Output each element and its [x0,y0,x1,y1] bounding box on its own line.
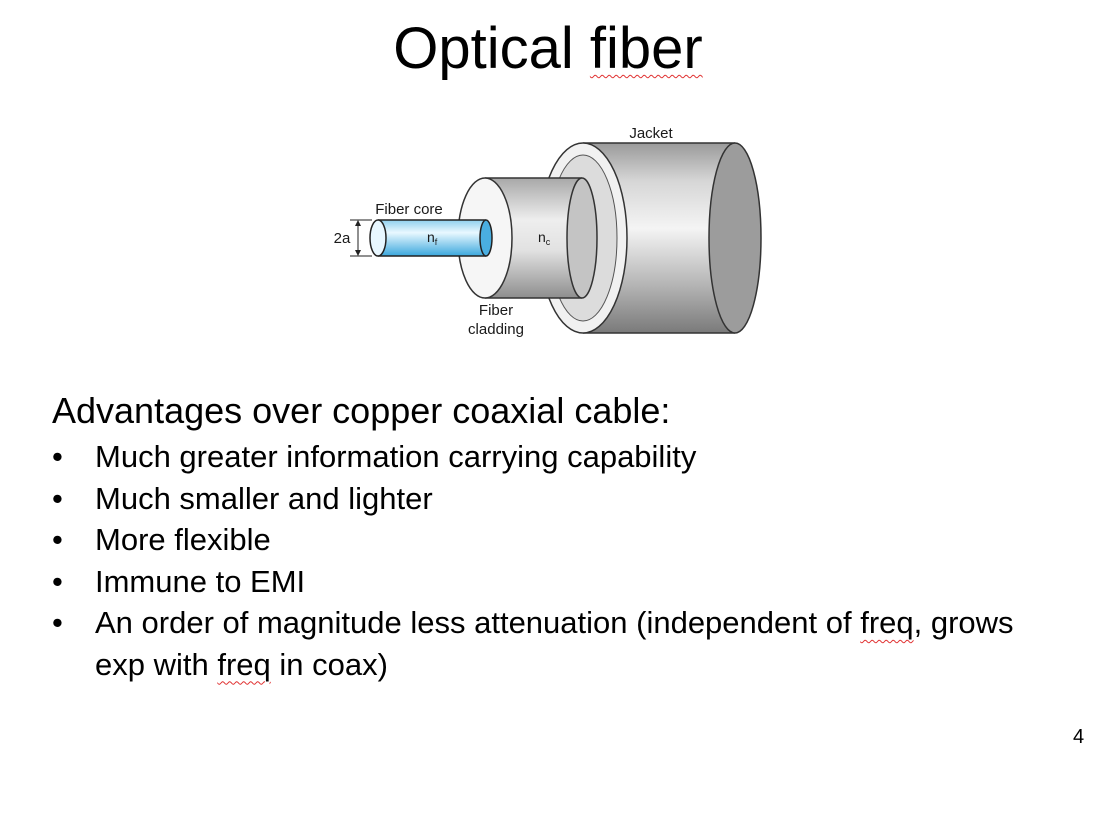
cladding-label-line2: cladding [468,321,524,338]
bullet-icon: • [52,439,63,474]
list-item-text: An order of magnitude less attenuation (… [95,605,1014,682]
bullet-icon: • [52,563,63,599]
core-index-label: nf [427,229,438,247]
slide-title: Optical fiber [0,14,1096,84]
list-item-text: Much smaller and lighter [95,480,433,516]
list-item: • More flexible [52,519,1072,561]
list-item: • Much smaller and lighter [52,478,1072,520]
title-text: Optical [393,16,590,81]
core-layer [369,219,493,257]
advantages-section: Advantages over copper coaxial cable: • M… [52,388,1072,685]
jacket-label: Jacket [629,125,673,142]
spellcheck-word: freq [860,605,914,640]
bullet-icon: • [52,605,63,640]
list-item-text: More flexible [95,522,271,557]
diameter-label: 2a [334,230,351,247]
advantages-list: • Much greater information carrying capab… [52,436,1072,685]
fiber-diagram: Jacket Fiber core 2a nf nc Fiber claddin… [334,125,762,338]
list-item: • Much greater information carrying capab… [52,436,1072,478]
list-item: • Immune to EMI [52,561,1072,603]
cladding-index-label: nc [538,229,551,247]
bullet-icon: • [52,522,63,557]
advantages-heading: Advantages over copper coaxial cable: [52,390,671,431]
spellcheck-word: freq [217,646,271,682]
cladding-label-line1: Fiber [479,302,513,319]
title-spellcheck-word: fiber [589,16,703,81]
list-item-text: Much greater information carrying capabi… [95,439,697,474]
list-item-text: Immune to EMI [95,563,306,599]
fiber-core-label: Fiber core [375,201,443,218]
bullet-icon: • [52,480,63,516]
list-item: • An order of magnitude less attenuation … [52,602,1072,685]
cladding-layer [457,177,598,299]
page-number: 4 [1073,726,1085,748]
diameter-marker [350,219,372,257]
